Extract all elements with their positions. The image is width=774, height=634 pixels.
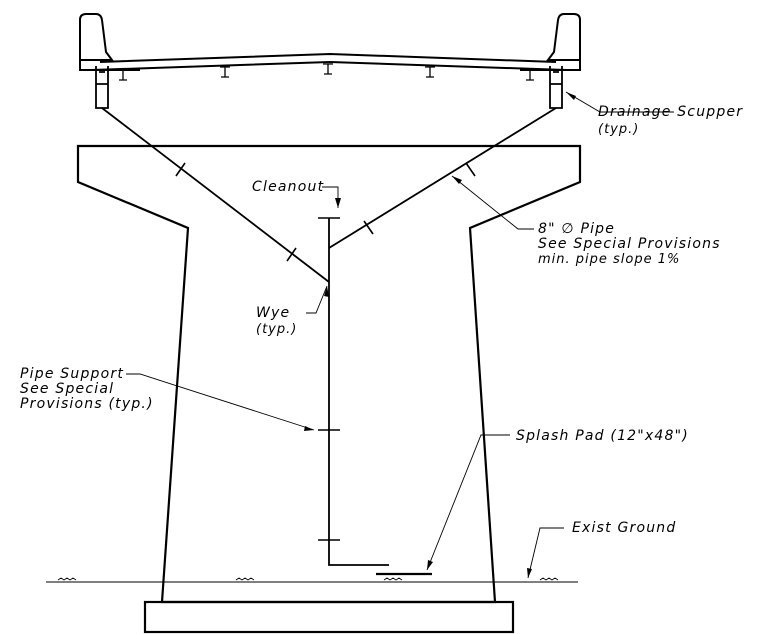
footing bbox=[143, 600, 515, 634]
girder bbox=[525, 69, 535, 81]
ground bbox=[46, 577, 578, 583]
drainage-scuppers bbox=[95, 66, 563, 109]
left-scupper bbox=[95, 66, 109, 109]
pipe-label-line1: 8" ∅ Pipe bbox=[538, 221, 615, 237]
pipe-support-leader bbox=[126, 373, 315, 431]
girder bbox=[118, 69, 128, 81]
exist-ground-label: Exist Ground bbox=[572, 520, 676, 536]
arrowhead bbox=[427, 560, 433, 570]
pipe-joint-tick bbox=[465, 162, 476, 177]
arrowhead bbox=[527, 568, 532, 578]
drainage-scupper-typ-label: (typ.) bbox=[598, 122, 639, 137]
drain-pipes bbox=[101, 107, 557, 576]
downspout-pipe bbox=[328, 218, 389, 566]
pipe-ticks bbox=[175, 162, 476, 541]
pipe-support-label-line1: Pipe Support bbox=[20, 366, 124, 382]
cleanout-label: Cleanout bbox=[252, 179, 324, 195]
splash-pad-label: Splash Pad (12"x48") bbox=[516, 428, 689, 444]
leader-arrowheads bbox=[304, 92, 576, 578]
pipe-joint-tick bbox=[363, 220, 374, 235]
pipe-label-line3: min. pipe slope 1% bbox=[538, 252, 680, 267]
deck-right-edge bbox=[520, 60, 581, 71]
pipe-support-label-line3: Provisions (typ.) bbox=[20, 396, 154, 412]
girder bbox=[425, 66, 435, 78]
pipe-leader bbox=[451, 175, 534, 230]
right-barrier bbox=[546, 13, 581, 61]
arrowhead bbox=[335, 198, 341, 208]
deck-top bbox=[99, 52, 557, 63]
cleanout-leader bbox=[322, 186, 339, 208]
arrowhead bbox=[452, 176, 462, 184]
leaders bbox=[126, 91, 674, 579]
right-drain-pipe bbox=[328, 107, 557, 249]
arrowhead bbox=[304, 426, 314, 431]
pipe-joint-tick bbox=[175, 162, 186, 177]
wye-typ-label: (typ.) bbox=[256, 322, 297, 337]
pipe-label-line2: See Special Provisions bbox=[538, 236, 721, 252]
left-barrier bbox=[79, 13, 114, 61]
pipe-support-label-line2: See Special bbox=[20, 381, 114, 397]
arrowhead bbox=[324, 286, 329, 297]
girder bbox=[323, 63, 333, 75]
right-scupper bbox=[549, 66, 563, 109]
deck-bottom bbox=[91, 60, 567, 71]
wye-leader bbox=[306, 285, 328, 314]
girder bbox=[220, 66, 230, 78]
arrowhead bbox=[566, 92, 576, 100]
splash-pad-leader bbox=[426, 434, 510, 571]
pier bbox=[76, 144, 582, 634]
pipe-joint-tick bbox=[286, 247, 297, 262]
labels: Drainage Scupper (typ.) Cleanout 8" ∅ Pi… bbox=[20, 104, 743, 536]
wye-label: Wye bbox=[256, 305, 290, 321]
drainage-scupper-label: Drainage Scupper bbox=[598, 104, 743, 120]
drainage-scupper-leader bbox=[565, 91, 674, 113]
ground-hatch bbox=[57, 577, 559, 581]
girders bbox=[118, 63, 535, 81]
left-drain-pipe bbox=[101, 107, 330, 283]
superstructure bbox=[79, 13, 581, 71]
exist-ground-leader bbox=[527, 527, 564, 579]
